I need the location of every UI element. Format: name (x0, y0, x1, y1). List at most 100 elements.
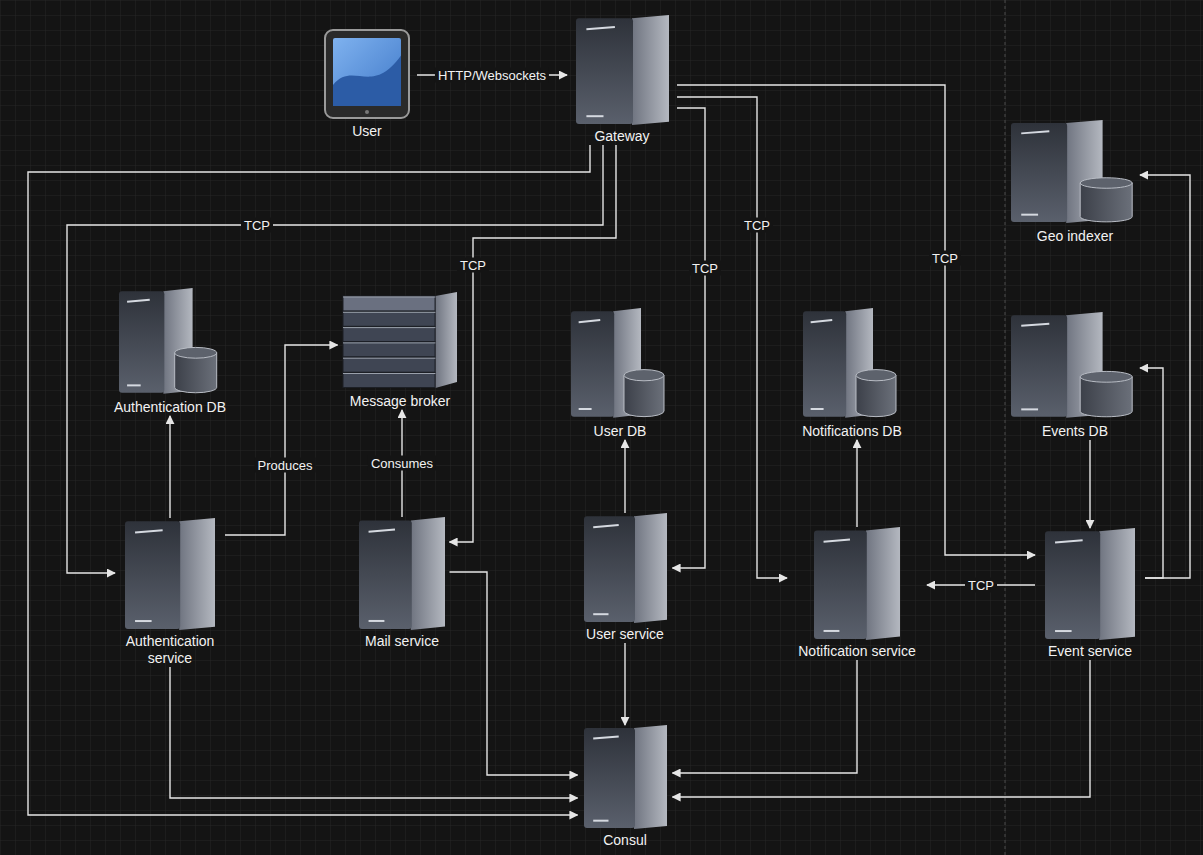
connector (1089, 440, 1090, 528)
server-mark (135, 530, 163, 532)
server-mark (579, 320, 601, 322)
server-side (1099, 528, 1135, 640)
server-front (814, 530, 867, 639)
connector-label: TCP (457, 258, 489, 273)
database-server: User DB (570, 308, 670, 440)
server-side (179, 518, 215, 630)
node-label: User (317, 123, 417, 140)
connector-label: TCP (689, 261, 721, 276)
database-cylinder (1080, 371, 1132, 416)
connector (927, 584, 1035, 585)
broker-stack (343, 292, 457, 388)
server-front (803, 311, 846, 416)
server-mark (369, 620, 385, 622)
server-mark (593, 736, 619, 738)
server-front (119, 291, 164, 393)
service-server: Mail service (355, 517, 450, 650)
database-cylinder (1080, 178, 1132, 222)
connector-label: Consumes (368, 456, 436, 471)
database-cylinder (624, 370, 664, 417)
server-mark (1021, 214, 1038, 216)
node-label: Notifications DB (790, 423, 915, 440)
connector (417, 74, 567, 75)
server-mark (593, 525, 619, 527)
service-server: User service (578, 513, 673, 643)
server-mark (127, 300, 150, 302)
server-icon (358, 517, 446, 630)
server-icon (1044, 528, 1136, 640)
gateway-server: Gateway (567, 15, 677, 145)
server-mark (811, 320, 833, 322)
connector (1140, 175, 1190, 578)
node-label: Notification service (787, 643, 927, 660)
server-front (571, 311, 614, 416)
registry-server: Consul (578, 725, 673, 849)
server-side (632, 15, 669, 125)
node-label: Authentication service (115, 633, 225, 667)
node-label: Message broker (338, 393, 463, 410)
database-cylinder (856, 370, 896, 417)
tablet-icon (321, 28, 413, 120)
service-server: Authentication service (115, 518, 225, 667)
server-front (1011, 315, 1067, 417)
connector (624, 440, 625, 513)
connector-label: TCP (929, 251, 961, 266)
server-mark (824, 630, 840, 632)
broker-icon (341, 290, 459, 390)
db-icon (1010, 120, 1140, 225)
server-mark (1021, 131, 1049, 133)
connector (1140, 368, 1163, 578)
message-broker: Message broker (338, 290, 463, 410)
server-front (1011, 123, 1067, 222)
connector (225, 345, 338, 535)
connector-label: Produces (255, 458, 316, 473)
node-label: Event service (1035, 643, 1145, 660)
divider-line (1005, 0, 1006, 855)
server-mark (586, 115, 603, 117)
server-icon (813, 527, 901, 640)
node-label: Authentication DB (103, 399, 238, 416)
connector (401, 410, 402, 517)
connector (673, 108, 706, 568)
connector (677, 97, 787, 578)
database-server: Authentication DB (103, 288, 238, 416)
server-icon (575, 15, 670, 125)
database-cylinder (174, 347, 216, 392)
user-device: User (317, 28, 417, 140)
server-front (584, 516, 635, 622)
db-icon (118, 288, 223, 396)
server-side (866, 527, 900, 640)
database-server: Notifications DB (790, 308, 915, 440)
server-side (634, 513, 667, 623)
server-mark (1021, 324, 1049, 326)
connector (170, 667, 578, 798)
db-icon (802, 308, 902, 420)
service-server: Notification service (787, 527, 927, 660)
connector (673, 660, 858, 773)
connector (28, 145, 590, 815)
server-front (584, 728, 635, 828)
server-mark (127, 384, 141, 386)
server-mark (586, 27, 615, 29)
node-label: Mail service (355, 633, 450, 650)
server-front (125, 521, 180, 629)
server-mark (369, 529, 395, 531)
server-icon (124, 518, 216, 630)
tablet-icon (325, 30, 409, 118)
server-front (576, 18, 633, 124)
server-front (1045, 531, 1100, 639)
node-label: User service (578, 626, 673, 643)
connector-label: TCP (965, 578, 997, 593)
connector (673, 660, 1091, 797)
connector (67, 145, 603, 573)
server-front (359, 520, 412, 629)
db-icon (1010, 312, 1140, 420)
connector-label: TCP (241, 218, 273, 233)
server-mark (593, 613, 608, 615)
server-mark (1055, 540, 1083, 542)
connector (856, 440, 857, 527)
